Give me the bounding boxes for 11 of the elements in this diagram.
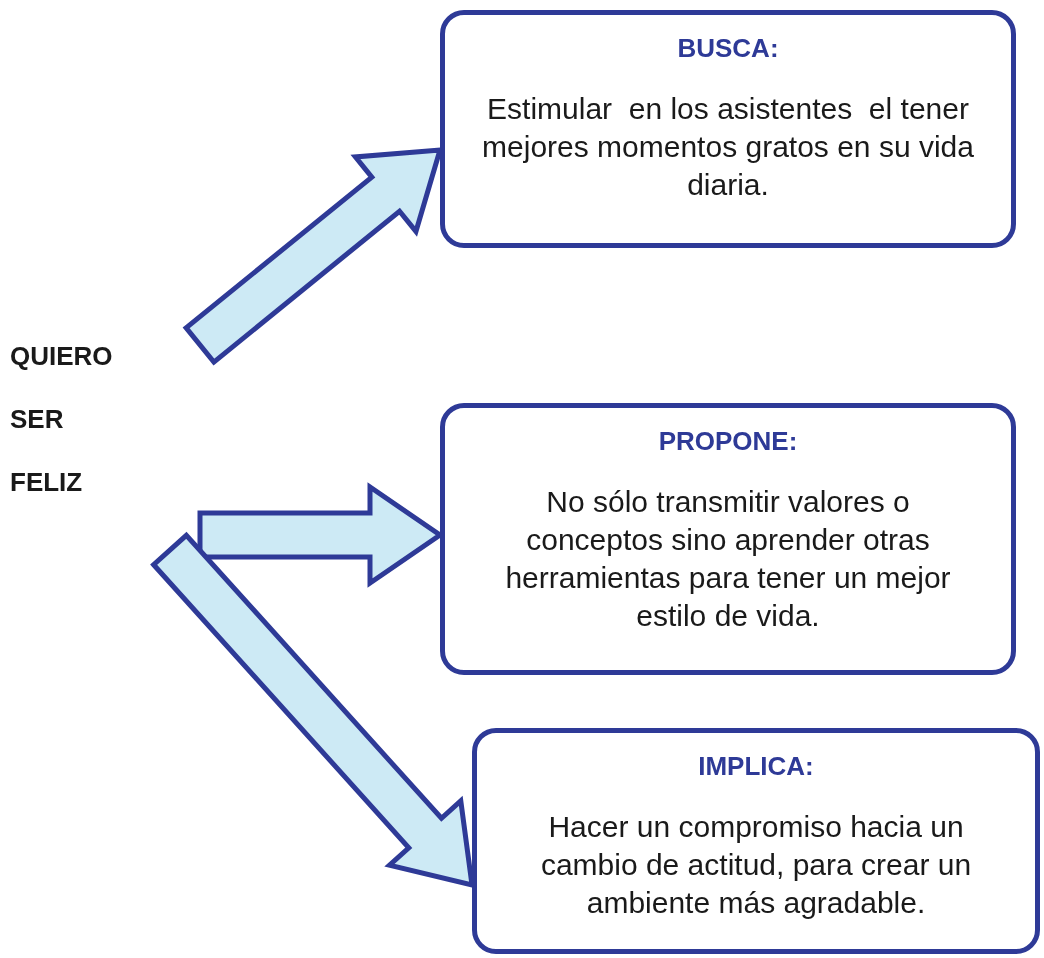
text-box <box>440 403 1016 675</box>
box-heading: IMPLICA: <box>698 751 814 782</box>
box-text: Estimular en los asistentes el tener mejores momentos gratos en su vida diaria. <box>481 91 975 203</box>
text-box <box>472 728 1040 954</box>
box-heading: BUSCA: <box>677 33 779 64</box>
box-text: No sólo transmitir valores o conceptos sino aprender otras herramientas para tener un mejor estilo de vida. <box>504 484 952 634</box>
text-box <box>440 10 1016 248</box>
box-text: Hacer un compromiso hacia un cambio de actitud, para crear un ambiente más agradable. <box>539 809 973 921</box>
box-heading: PROPONE: <box>658 426 798 457</box>
title-text: QUIERO SER FELIZ <box>10 340 113 499</box>
block-arrow <box>150 531 475 889</box>
